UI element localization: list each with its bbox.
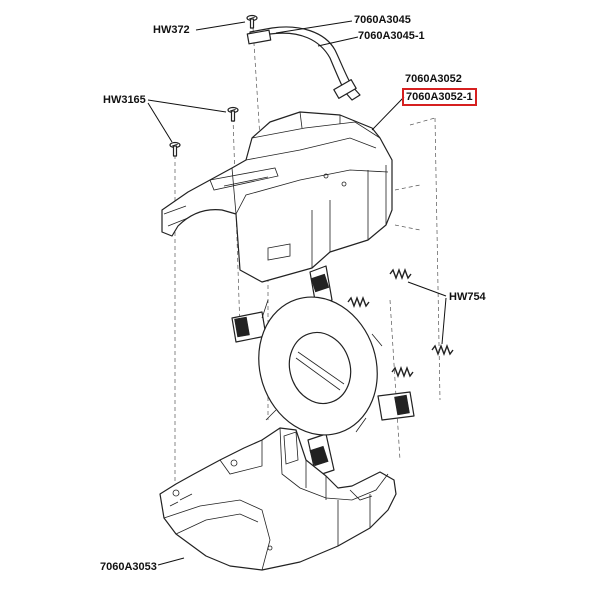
label-hw3165: HW3165 (103, 94, 146, 106)
leader-lines (147, 20, 447, 566)
label-7060a3053: 7060A3053 (100, 561, 157, 573)
flat-cable-7060a3045 (246, 26, 361, 101)
springs-hw754 (347, 268, 454, 378)
shutter-ring-plate (258, 296, 383, 436)
label-hw754: HW754 (449, 291, 486, 303)
screw-hw372 (246, 14, 258, 29)
upper-shell-7060a3052 (161, 111, 393, 283)
lower-shell-7060a3053 (159, 427, 397, 571)
screw-hw3165-a (227, 106, 239, 122)
shutter-slider-top (309, 265, 333, 307)
label-7060a3045: 7060A3045 (354, 14, 411, 26)
label-7060a3052: 7060A3052 (405, 73, 462, 85)
label-7060a3052-1-highlighted: 7060A3052-1 (402, 88, 477, 106)
screw-hw3165-b (169, 141, 181, 157)
label-7060a3045-1: 7060A3045-1 (358, 30, 425, 42)
shutter-slider-bottom (307, 433, 335, 477)
shutter-slider-right (377, 391, 415, 421)
shutter-slider-left (231, 311, 267, 343)
label-hw372: HW372 (153, 24, 190, 36)
